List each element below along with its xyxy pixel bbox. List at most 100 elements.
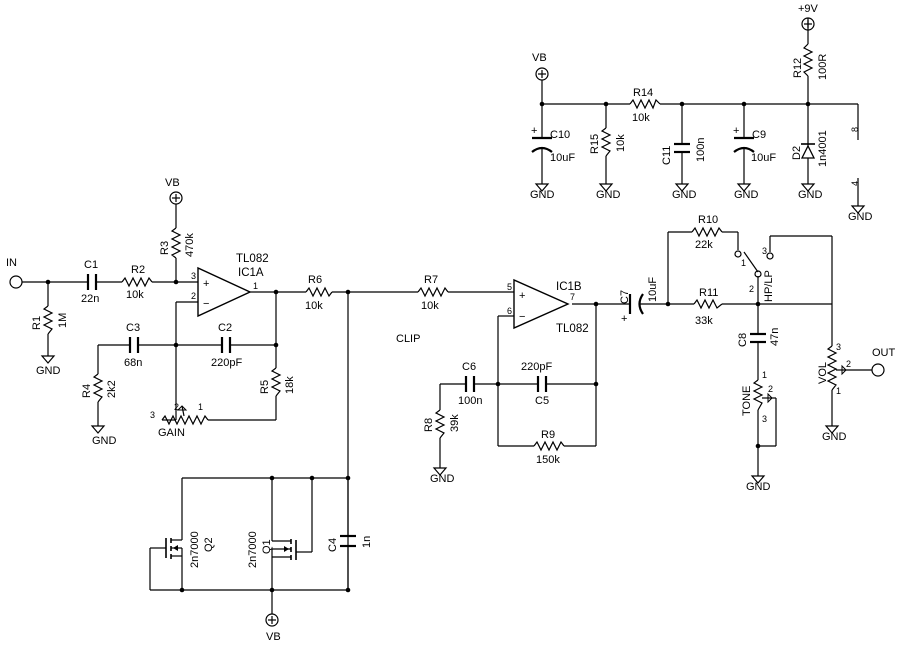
component-label: R11 [699, 287, 718, 299]
component-label: GND [672, 189, 697, 201]
gnd-c10: GND [530, 177, 555, 201]
component-label: D2 [791, 146, 803, 160]
component-label: R1 [31, 316, 43, 330]
capacitor-c11: C11 100n [661, 138, 707, 165]
resistor-r8: R8 39k [423, 409, 461, 439]
component-label: GND [798, 189, 823, 201]
resistor-r2: R2 10k [121, 264, 153, 301]
component-label: C4 [327, 538, 339, 552]
pot-label: VOL [817, 362, 829, 384]
component-label: GND [430, 473, 455, 485]
pot-tone: 1 2 3 TONE [741, 370, 773, 424]
component-label: GND [822, 431, 847, 443]
capacitor-c2: C2 220pF [211, 322, 242, 369]
mosfet-q2: 2n7000 Q2 [165, 531, 215, 570]
component-label: VB [266, 631, 281, 643]
opamp-pin: 2 [191, 291, 196, 301]
component-label: Q2 [203, 537, 215, 552]
component-label: 2n7000 [247, 531, 259, 568]
switch-label: HP/LP [763, 270, 775, 302]
opamp-id: IC1B [556, 281, 582, 293]
opamp-minus-sign: − [519, 311, 525, 323]
component-label: GND [848, 211, 873, 223]
component-label: 22k [695, 239, 713, 251]
component-label: 33k [695, 315, 713, 327]
capacitor-c5: 220pF C5 [521, 361, 552, 407]
resistor-r12: R12 100R [792, 43, 829, 80]
input-label: IN [6, 257, 17, 269]
component-label: + [531, 125, 537, 137]
component-label: R14 [633, 87, 653, 99]
opamp-id: IC1A [238, 267, 264, 279]
capacitor-c9: + C9 10uF [733, 125, 776, 164]
component-label: 100n [695, 138, 707, 162]
resistor-r3: R3 470k [159, 227, 196, 259]
component-label: 2 [174, 402, 179, 412]
component-label: 10k [421, 300, 439, 312]
gnd-c9: GND [734, 177, 759, 201]
capacitor-c8: C8 47n [737, 328, 781, 347]
component-label: C6 [462, 361, 476, 373]
component-label: VB [165, 177, 180, 189]
vb-supply-q1: VB [265, 613, 281, 643]
component-label: GND [530, 189, 555, 201]
component-label: GND [92, 435, 117, 447]
component-label: 2 [749, 284, 754, 294]
vb-supply-power: VB [532, 52, 549, 81]
component-label: GND [734, 189, 759, 201]
component-label: C10 [550, 129, 570, 141]
pot-vol: 3 2 1 VOL [817, 342, 851, 396]
capacitor-c1: C1 22n [81, 259, 99, 305]
mosfet-q1: 2n7000 Q1 [247, 528, 297, 570]
component-label: + [733, 125, 739, 137]
wires [22, 18, 872, 614]
resistor-r10: R10 22k [691, 214, 723, 251]
component-label: 10k [615, 134, 627, 152]
opamp-type: TL082 [236, 253, 269, 265]
component-label: 100R [817, 54, 829, 80]
component-label: 1M [57, 313, 69, 328]
component-label: 1 [198, 402, 203, 412]
resistor-r1: R1 1M [31, 305, 69, 335]
component-label: R9 [541, 429, 555, 441]
component-label: GND [746, 481, 771, 493]
component-label: +9V [798, 3, 819, 15]
component-label: 3 [836, 342, 841, 352]
switch-hp-lp: 1 2 3 HP/LP [734, 246, 775, 302]
opamp-ic1a: + − 3 2 1 TL082 IC1A [191, 253, 269, 318]
component-label: 10k [126, 289, 144, 301]
component-label: 10k [632, 112, 650, 124]
resistor-r5: R5 18k [259, 367, 296, 397]
pot-gain: 3 2 1 GAIN [150, 402, 209, 439]
pot-label: GAIN [158, 427, 185, 439]
gnd-r1: GND [36, 349, 61, 377]
resistor-r7: R7 10k [417, 274, 449, 312]
opamp-pin: 1 [253, 281, 258, 291]
component-label: 8 [850, 127, 860, 132]
opamp-pin: 3 [191, 271, 196, 281]
ic-power-pins: 8 4 [850, 127, 860, 186]
gnd-c11: GND [672, 177, 697, 201]
component-label: 3 [762, 414, 767, 424]
component-label: C7 [619, 290, 631, 304]
component-label: R6 [308, 274, 322, 286]
component-label: R12 [792, 58, 804, 78]
component-label: 22n [81, 293, 99, 305]
component-label: 1 [762, 370, 767, 380]
component-label: 2k2 [106, 380, 118, 398]
component-label: R5 [259, 380, 271, 394]
output-terminal: OUT [871, 347, 896, 377]
component-label: 47n [769, 328, 781, 346]
component-label: C9 [752, 129, 766, 141]
component-label: 18k [284, 376, 296, 394]
component-label: + [621, 313, 627, 325]
gnd-vol: GND [822, 419, 847, 443]
component-label: C11 [661, 146, 673, 165]
diode-d2: D2 1n4001 [791, 130, 829, 167]
component-label: 10uF [751, 152, 776, 164]
component-label: R3 [159, 241, 171, 255]
gnd-pin4: GND [848, 199, 873, 223]
resistor-r15: R15 10k [589, 127, 627, 157]
clip-label: CLIP [396, 333, 420, 345]
